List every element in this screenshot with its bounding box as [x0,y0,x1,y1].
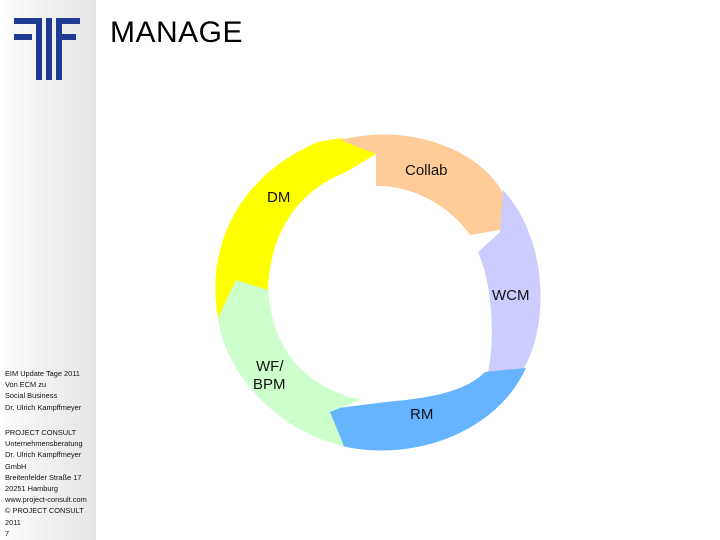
event-line: Social Business [5,391,58,401]
company-line: 2011 [5,517,21,527]
company-line: 7 [5,528,10,538]
cycle-segment-wfbpm [218,280,360,446]
company-line: Breitenfelder Straße 17 [5,472,82,482]
sidebar [0,0,96,540]
slide-title: MANAGE [110,16,244,49]
event-info: EIM Update Tage 2011 Von ECM zu Social B… [5,368,97,413]
company-line: Unternehmensberatung [5,439,83,449]
segment-label-wfbpm-line1: WF/ [256,358,284,375]
company-line: 20251 Hamburg [5,484,59,494]
segment-label-rm: RM [410,406,434,423]
segment-label-wfbpm-line2: BPM [253,376,286,393]
project-consult-logo-icon [14,18,80,80]
company-line: Dr. Ulrich Kampffmeyer [5,450,82,460]
event-line: Von ECM zu [5,380,47,390]
cycle-segment-dm [215,138,376,318]
company-line: www.project-consult.com [5,495,87,505]
cycle-segment-rm [322,368,526,451]
segment-label-collab: Collab [405,162,448,179]
segment-label-wcm: WCM [492,287,530,304]
segment-label-dm: DM [267,189,291,206]
cycle-segment-wcm [478,190,541,384]
event-line: Dr. Ulrich Kampffmeyer [5,402,82,412]
company-line: PROJECT CONSULT [5,428,77,437]
company-line: GmbH [5,461,27,471]
company-line: © PROJECT CONSULT [5,506,84,516]
company-info: PROJECT CONSULT Unternehmensberatung Dr.… [5,427,97,539]
event-line: EIM Update Tage 2011 [5,369,80,378]
cycle-segment-collab [340,134,503,235]
